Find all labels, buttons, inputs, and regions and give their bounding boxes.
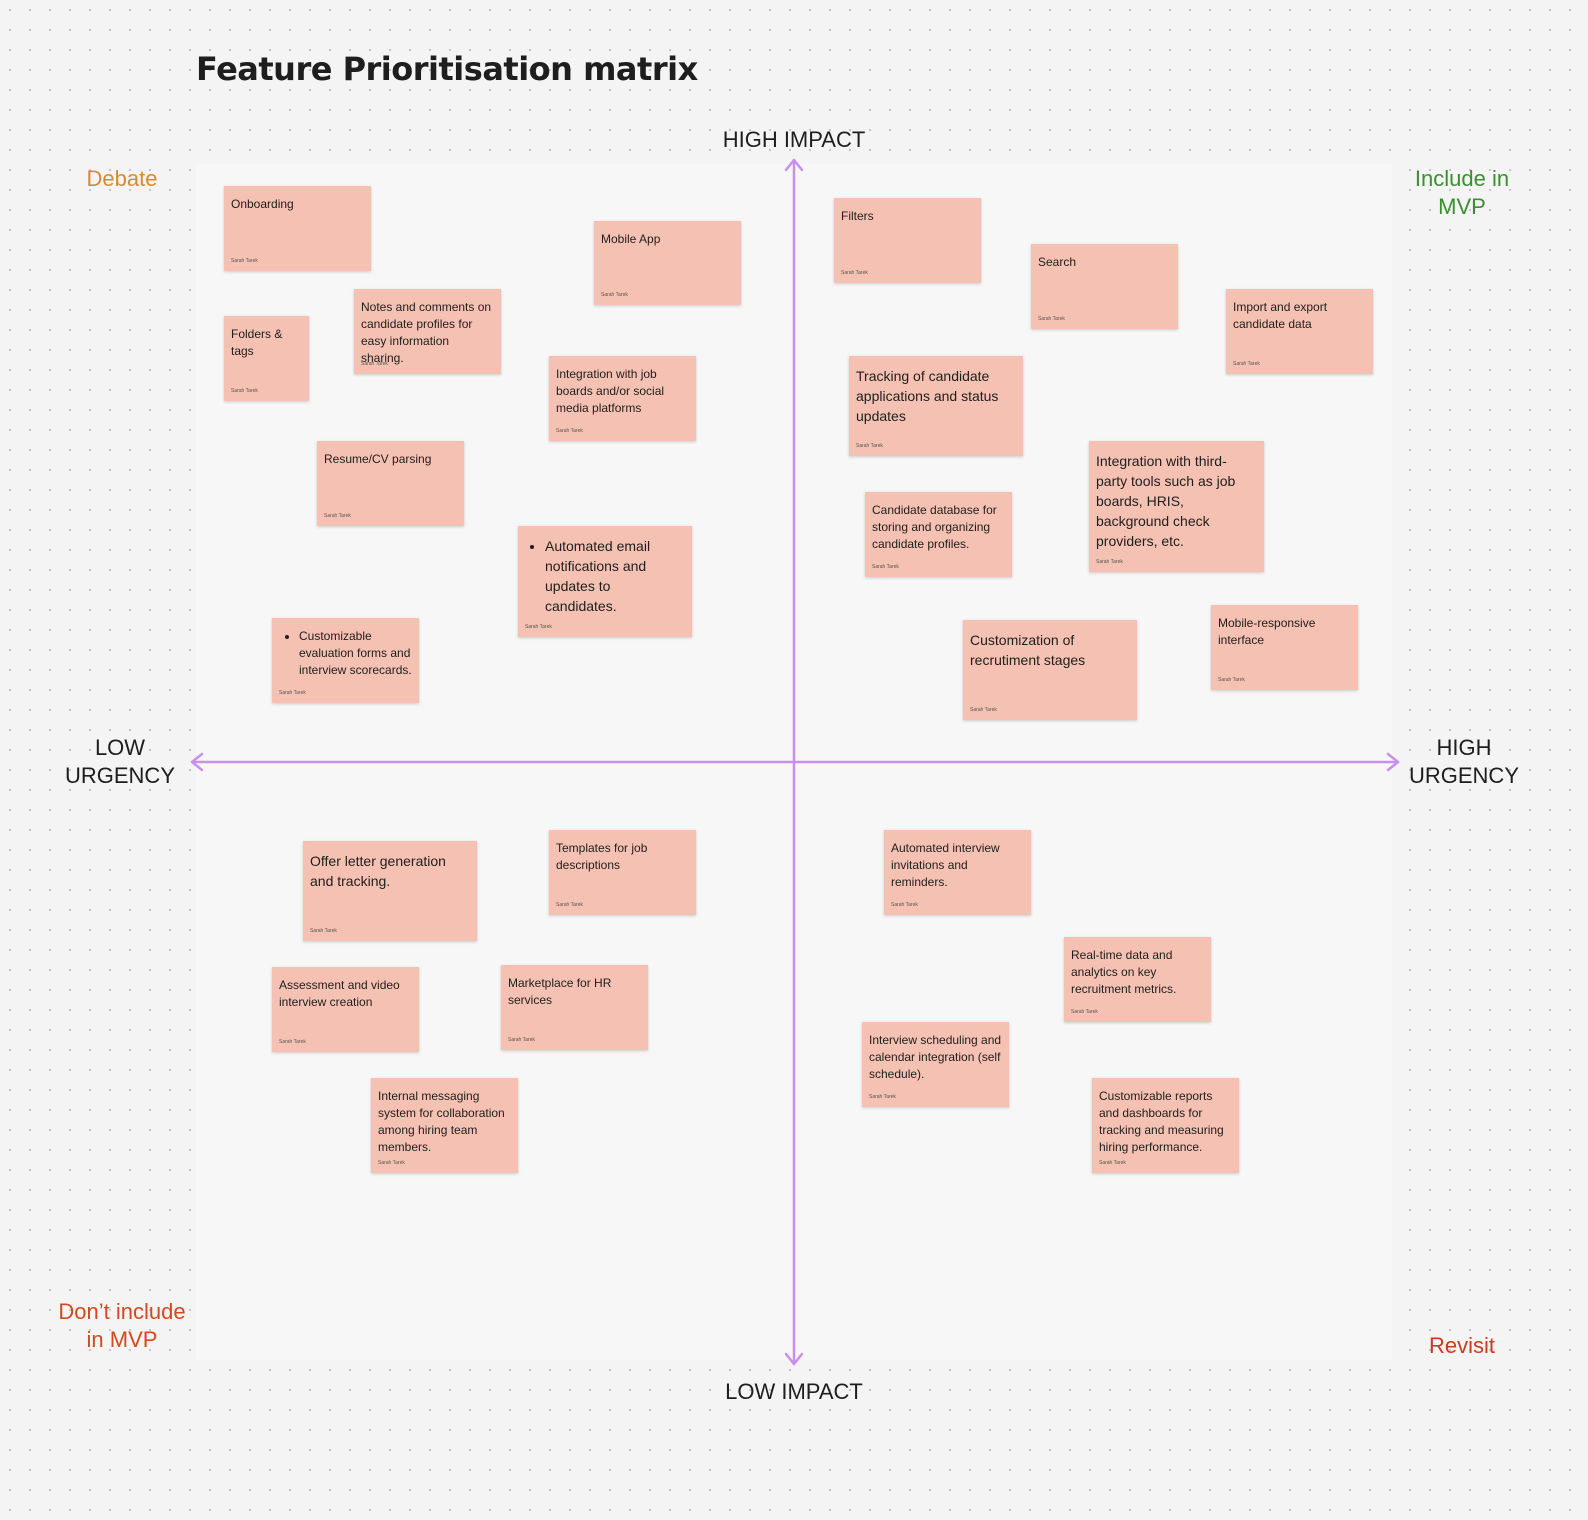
sticky-note-author: Sarah Tarek [324,513,351,519]
quadrant-label-debate: Debate [86,166,158,191]
sticky-note-author: Sarah Tarek [1233,361,1260,367]
sticky-note-job-board-integration[interactable]: Integration with job boards and/or socia… [549,356,696,441]
sticky-note-text: Templates for job descriptions [556,841,648,872]
axis-label-low-impact: LOW IMPACT [725,1379,863,1404]
sticky-note-text: Tracking of candidate applications and s… [856,368,999,424]
sticky-note-author: Sarah Tarek [1099,1160,1126,1166]
sticky-note-text: Interview scheduling and calendar integr… [869,1033,1002,1081]
sticky-note-automated-email[interactable]: Automated email notifications and update… [518,526,692,637]
sticky-note-author: Sarah Tarek [525,624,552,630]
sticky-note-text: Real-time data and analytics on key recr… [1071,948,1177,996]
sticky-note-candidate-database[interactable]: Candidate database for storing and organ… [865,492,1012,577]
sticky-note-third-party-integration[interactable]: Integration with third- party tools such… [1089,441,1264,572]
arrow-left-icon [190,752,204,772]
sticky-note-text: Mobile App [601,232,661,246]
sticky-note-author: Sarah Tarek [1071,1009,1098,1015]
sticky-note-interview-invitations[interactable]: Automated interview invitations and remi… [884,830,1031,915]
sticky-note-notes-and-comments[interactable]: Notes and comments on candidate profiles… [354,289,501,374]
sticky-note-author: Sarah Tarek [279,1039,306,1045]
sticky-note-text: Mobile-responsive interface [1218,616,1316,647]
sticky-note-author: Sarah Tarek [279,690,306,696]
sticky-note-author: Sarah Tarek [231,258,258,264]
sticky-note-author: Sarah Tarek [1038,316,1065,322]
sticky-note-author: Sarah Tarek [361,361,388,367]
sticky-note-text: Offer letter generation and tracking. [310,853,446,889]
sticky-note-text: Assessment and video interview creation [279,978,400,1009]
sticky-note-text: Customizable reports and dashboards for … [1099,1089,1224,1154]
axis-label-low-urgency: LOW URGENCY [64,735,175,788]
arrow-right-icon [1386,752,1400,772]
sticky-note-author: Sarah Tarek [310,928,337,934]
sticky-note-text: Candidate database for storing and organ… [872,503,997,551]
sticky-note-hr-marketplace[interactable]: Marketplace for HR services Sarah Tarek [501,965,648,1050]
sticky-note-realtime-analytics[interactable]: Real-time data and analytics on key recr… [1064,937,1211,1022]
sticky-note-tracking-applications[interactable]: Tracking of candidate applications and s… [849,356,1023,456]
sticky-note-author: Sarah Tarek [856,443,883,449]
sticky-note-offer-letter[interactable]: Offer letter generation and tracking. Sa… [303,841,477,941]
sticky-note-author: Sarah Tarek [970,707,997,713]
sticky-note-text: Automated interview invitations and remi… [891,841,1000,889]
sticky-note-assessment-video[interactable]: Assessment and video interview creation … [272,967,419,1052]
sticky-note-author: Sarah Tarek [556,902,583,908]
sticky-note-author: Sarah Tarek [841,270,868,276]
sticky-note-custom-reports[interactable]: Customizable reports and dashboards for … [1092,1078,1239,1173]
sticky-note-author: Sarah Tarek [556,428,583,434]
sticky-note-text: Internal messaging system for collaborat… [378,1089,505,1154]
sticky-note-text: Search [1038,255,1077,269]
arrow-down-icon [784,1352,804,1366]
sticky-note-folders-tags[interactable]: Folders & tags Sarah Tarek [224,316,309,401]
sticky-note-author: Sarah Tarek [378,1160,405,1166]
sticky-note-job-templates[interactable]: Templates for job descriptions Sarah Tar… [549,830,696,915]
sticky-note-author: Sarah Tarek [891,902,918,908]
sticky-note-recruitment-stages[interactable]: Customization of recrutiment stages Sara… [963,620,1137,720]
sticky-note-text: Notes and comments on candidate profiles… [361,300,492,365]
sticky-note-text: Import and export candidate data [1233,300,1328,331]
sticky-note-text: Integration with third- party tools such… [1096,453,1236,549]
sticky-note-resume-parsing[interactable]: Resume/CV parsing Sarah Tarek [317,441,464,526]
sticky-note-text: Integration with job boards and/or socia… [556,367,665,415]
sticky-note-text: Filters [841,209,874,223]
sticky-note-text: Folders & tags [231,327,283,358]
sticky-note-author: Sarah Tarek [1096,559,1123,565]
axis-label-high-urgency: HIGH URGENCY [1408,735,1519,788]
quadrant-label-revisit: Revisit [1428,1333,1495,1358]
quadrant-label-include-in-mvp: Include in MVP [1414,166,1510,219]
axis-label-high-impact: HIGH IMPACT [722,127,866,152]
sticky-note-mobile-responsive[interactable]: Mobile-responsive interface Sarah Tarek [1211,605,1358,690]
sticky-note-internal-messaging[interactable]: Internal messaging system for collaborat… [371,1078,518,1173]
sticky-note-mobile-app[interactable]: Mobile App Sarah Tarek [594,221,741,305]
sticky-note-author: Sarah Tarek [508,1037,535,1043]
sticky-note-text: Automated email notifications and update… [545,538,651,614]
sticky-note-evaluation-forms[interactable]: Customizable evaluation forms and interv… [272,618,419,703]
sticky-note-author: Sarah Tarek [869,1094,896,1100]
sticky-note-interview-scheduling[interactable]: Interview scheduling and calendar integr… [862,1022,1009,1107]
sticky-note-text: Customization of recrutiment stages [970,632,1086,668]
sticky-note-author: Sarah Tarek [601,292,628,298]
quadrant-label-dont-include-in-mvp: Don’t include in MVP [58,1299,186,1352]
arrow-up-icon [784,158,804,172]
page-title: Feature Prioritisation matrix [196,50,698,88]
sticky-note-author: Sarah Tarek [872,564,899,570]
sticky-note-import-export[interactable]: Import and export candidate data Sarah T… [1226,289,1373,374]
sticky-note-text: Marketplace for HR services [508,976,612,1007]
sticky-note-author: Sarah Tarek [231,388,258,394]
sticky-note-filters[interactable]: Filters Sarah Tarek [834,198,981,283]
sticky-note-author: Sarah Tarek [1218,677,1245,683]
sticky-note-text: Onboarding [231,197,294,211]
sticky-note-text: Customizable evaluation forms and interv… [299,629,412,677]
sticky-note-search[interactable]: Search Sarah Tarek [1031,244,1178,329]
sticky-note-text: Resume/CV parsing [324,452,432,466]
sticky-note-onboarding[interactable]: Onboarding Sarah Tarek [224,186,371,271]
